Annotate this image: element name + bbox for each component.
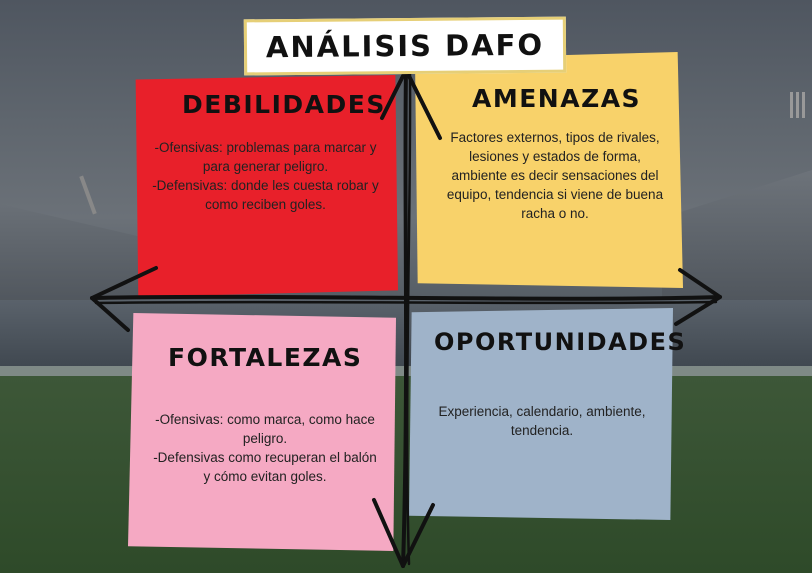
oportunidades-line: tendencia. — [510, 423, 574, 438]
debilidades-card — [135, 75, 398, 297]
oportunidades-heading: OPORTUNIDADES — [434, 328, 687, 356]
fortalezas-heading: FORTALEZAS — [168, 343, 363, 372]
debilidades-text: -Ofensivas: problemas para marcar y para… — [148, 138, 383, 214]
amenazas-line: lesiones y estados de forma, — [469, 149, 641, 164]
fortalezas-line: peligro. — [242, 431, 288, 446]
amenazas-text: Factores externos, tipos de rivales, les… — [432, 128, 678, 223]
fortalezas-line: -Ofensivas: como marca, como hace — [155, 412, 375, 427]
title-box: ANÁLISIS DAFO — [243, 16, 567, 76]
amenazas-line: ambiente es decir sensaciones del — [451, 168, 659, 183]
amenazas-line: equipo, tendencia si viene de buena — [446, 187, 664, 202]
floodlight-right — [790, 92, 808, 118]
debilidades-line: para generar peligro. — [202, 159, 329, 174]
fortalezas-line: y cómo evitan goles. — [203, 469, 327, 484]
amenazas-heading: AMENAZAS — [472, 84, 642, 113]
oportunidades-text: Experiencia, calendario, ambiente, tende… — [420, 402, 664, 440]
page-title: ANÁLISIS DAFO — [265, 27, 545, 65]
fortalezas-card — [128, 313, 396, 551]
fortalezas-line: -Defensivas como recuperan el balón — [153, 450, 377, 465]
oportunidades-card — [409, 308, 673, 520]
arrowhead-right — [674, 268, 722, 326]
vertical-axis-line-2 — [405, 70, 412, 566]
vertical-axis-line — [401, 68, 409, 568]
amenazas-line: Factores externos, tipos de rivales, — [450, 130, 660, 145]
arrowhead-left — [90, 266, 158, 332]
arrowhead-down — [372, 498, 435, 568]
debilidades-line: -Defensivas: donde les cuesta robar y — [152, 178, 379, 193]
horizontal-axis-line-2 — [94, 300, 718, 305]
fortalezas-text: -Ofensivas: como marca, como hace peligr… — [143, 410, 387, 486]
amenazas-card — [415, 52, 683, 288]
oportunidades-line: Experiencia, calendario, ambiente, — [438, 404, 646, 419]
debilidades-line: como reciben goles. — [205, 197, 326, 212]
amenazas-line: racha o no. — [521, 206, 589, 221]
horizontal-axis-line — [90, 294, 722, 301]
debilidades-heading: DEBILIDADES — [182, 90, 386, 119]
debilidades-line: -Ofensivas: problemas para marcar y — [154, 140, 377, 155]
